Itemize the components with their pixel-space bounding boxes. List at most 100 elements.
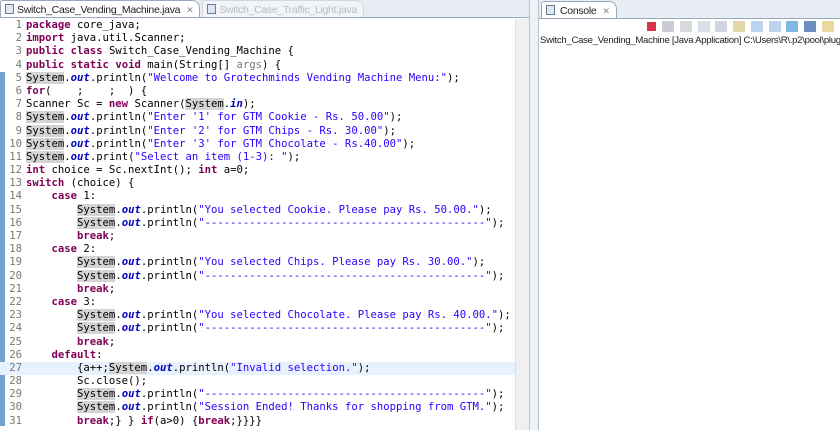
code-text: . [64,71,71,84]
code-line[interactable]: 30 System.out.println("Session Ended! Th… [0,401,515,414]
field-reference: out [121,401,141,414]
code-text: Scanner( [128,98,186,111]
class-reference: System [77,322,116,335]
remove-all-icon[interactable] [679,20,692,32]
string-literal: "---------------------------------------… [198,216,492,229]
field-reference: out [121,203,141,216]
code-editor[interactable]: Switch_Case_Vending_Machine.java✕ Switch… [0,0,530,430]
code-line[interactable]: 29 System.out.println("-----------------… [0,388,515,401]
class-reference: System [77,256,116,269]
code-line[interactable]: 21 break; [0,283,515,296]
code-line[interactable]: 31 break;} } if(a>0) {break;}}}} [0,415,515,428]
code-text: . [64,124,71,137]
code-text: .println( [140,309,199,322]
line-number: 5 [15,71,22,84]
code-line[interactable]: 22 case 3: [0,296,515,309]
code-line[interactable]: 18 case 2: [0,243,515,256]
new-console-icon[interactable] [822,20,834,32]
code-line[interactable]: 20 System.out.println("-----------------… [0,269,515,283]
string-literal: "Welcome to Grotechminds Vending Machine… [147,71,447,84]
clear-console-icon[interactable] [697,20,710,32]
tab-switch-case-vending-machine[interactable]: Switch_Case_Vending_Machine.java✕ [0,0,201,17]
scroll-lock-icon[interactable] [715,20,728,32]
code-text [26,322,77,334]
pin-console-icon[interactable] [786,20,799,32]
code-line[interactable]: 24 System.out.println("-----------------… [0,322,515,335]
code-line[interactable]: 15 System.out.println("You selected Cook… [0,203,515,217]
code-text: . [115,388,122,401]
display-console-icon[interactable] [804,20,817,32]
field-reference: out [153,361,173,374]
keyword: package [26,19,71,31]
code-text: .println( [140,256,199,269]
code-text: . [115,309,122,322]
show-on-stderr-icon[interactable] [768,20,781,32]
code-text [26,190,52,202]
line-number: 27 [9,361,22,374]
code-line[interactable]: 27 {a++;System.out.println("Invalid sele… [0,361,515,376]
code-line[interactable]: 14 case 1: [0,190,515,203]
code-text: Sc.close(); [26,375,148,388]
code-text: ); [491,322,505,335]
code-line[interactable]: 19 System.out.println("You selected Chip… [0,256,515,269]
code-text: ); [383,124,396,137]
code-text: ); [357,361,371,374]
code-text [26,230,77,242]
line-number: 12 [9,164,22,177]
tab-switch-case-traffic-light[interactable]: Switch_Case_Traffic_Light.java [202,0,364,17]
terminate-icon[interactable] [647,21,657,31]
remove-launch-icon[interactable] [661,20,674,32]
close-tab-icon[interactable]: ✕ [602,5,610,16]
line-number: 13 [9,177,22,190]
string-literal: "Enter '3' for GTM Chocolate - Rs.40.00" [147,137,403,150]
code-text: core_java; [70,19,141,31]
keyword: break [77,414,109,427]
tab-console[interactable]: Console✕ [541,1,617,18]
show-on-stdout-icon[interactable] [750,20,763,32]
code-text: ); [491,216,505,229]
code-line[interactable]: 17 break; [0,230,515,243]
code-line[interactable]: 25 break; [0,336,515,349]
keyword: class [70,45,103,58]
class-reference: System [77,216,116,229]
word-wrap-icon[interactable] [733,20,746,32]
field-reference: out [121,269,141,282]
field-reference: out [70,124,90,137]
code-line[interactable]: 26 default: [0,349,515,362]
string-literal: "You selected Cookie. Please pay Rs. 50.… [198,203,479,216]
code-text [26,243,52,255]
close-tab-icon[interactable]: ✕ [186,4,194,15]
code-text: ); [491,388,505,401]
change-ruler [0,72,5,426]
field-reference: out [121,256,141,269]
parameter: args [236,58,263,71]
code-line[interactable]: 23 System.out.println("You selected Choc… [0,309,515,322]
class-reference: System [77,388,116,401]
keyword: break [77,335,109,348]
vertical-scrollbar[interactable] [515,19,529,430]
string-literal: "---------------------------------------… [198,269,492,282]
code-text: (choice) { [64,177,135,190]
code-line[interactable]: 28 Sc.close(); [0,375,515,388]
keyword: break [77,230,109,242]
line-number: 28 [9,375,22,388]
keyword: case [51,295,78,308]
java-file-icon [207,4,217,14]
code-line[interactable]: 16 System.out.println("-----------------… [0,216,515,230]
code-text: ) { [262,58,282,71]
code-text [26,401,77,413]
